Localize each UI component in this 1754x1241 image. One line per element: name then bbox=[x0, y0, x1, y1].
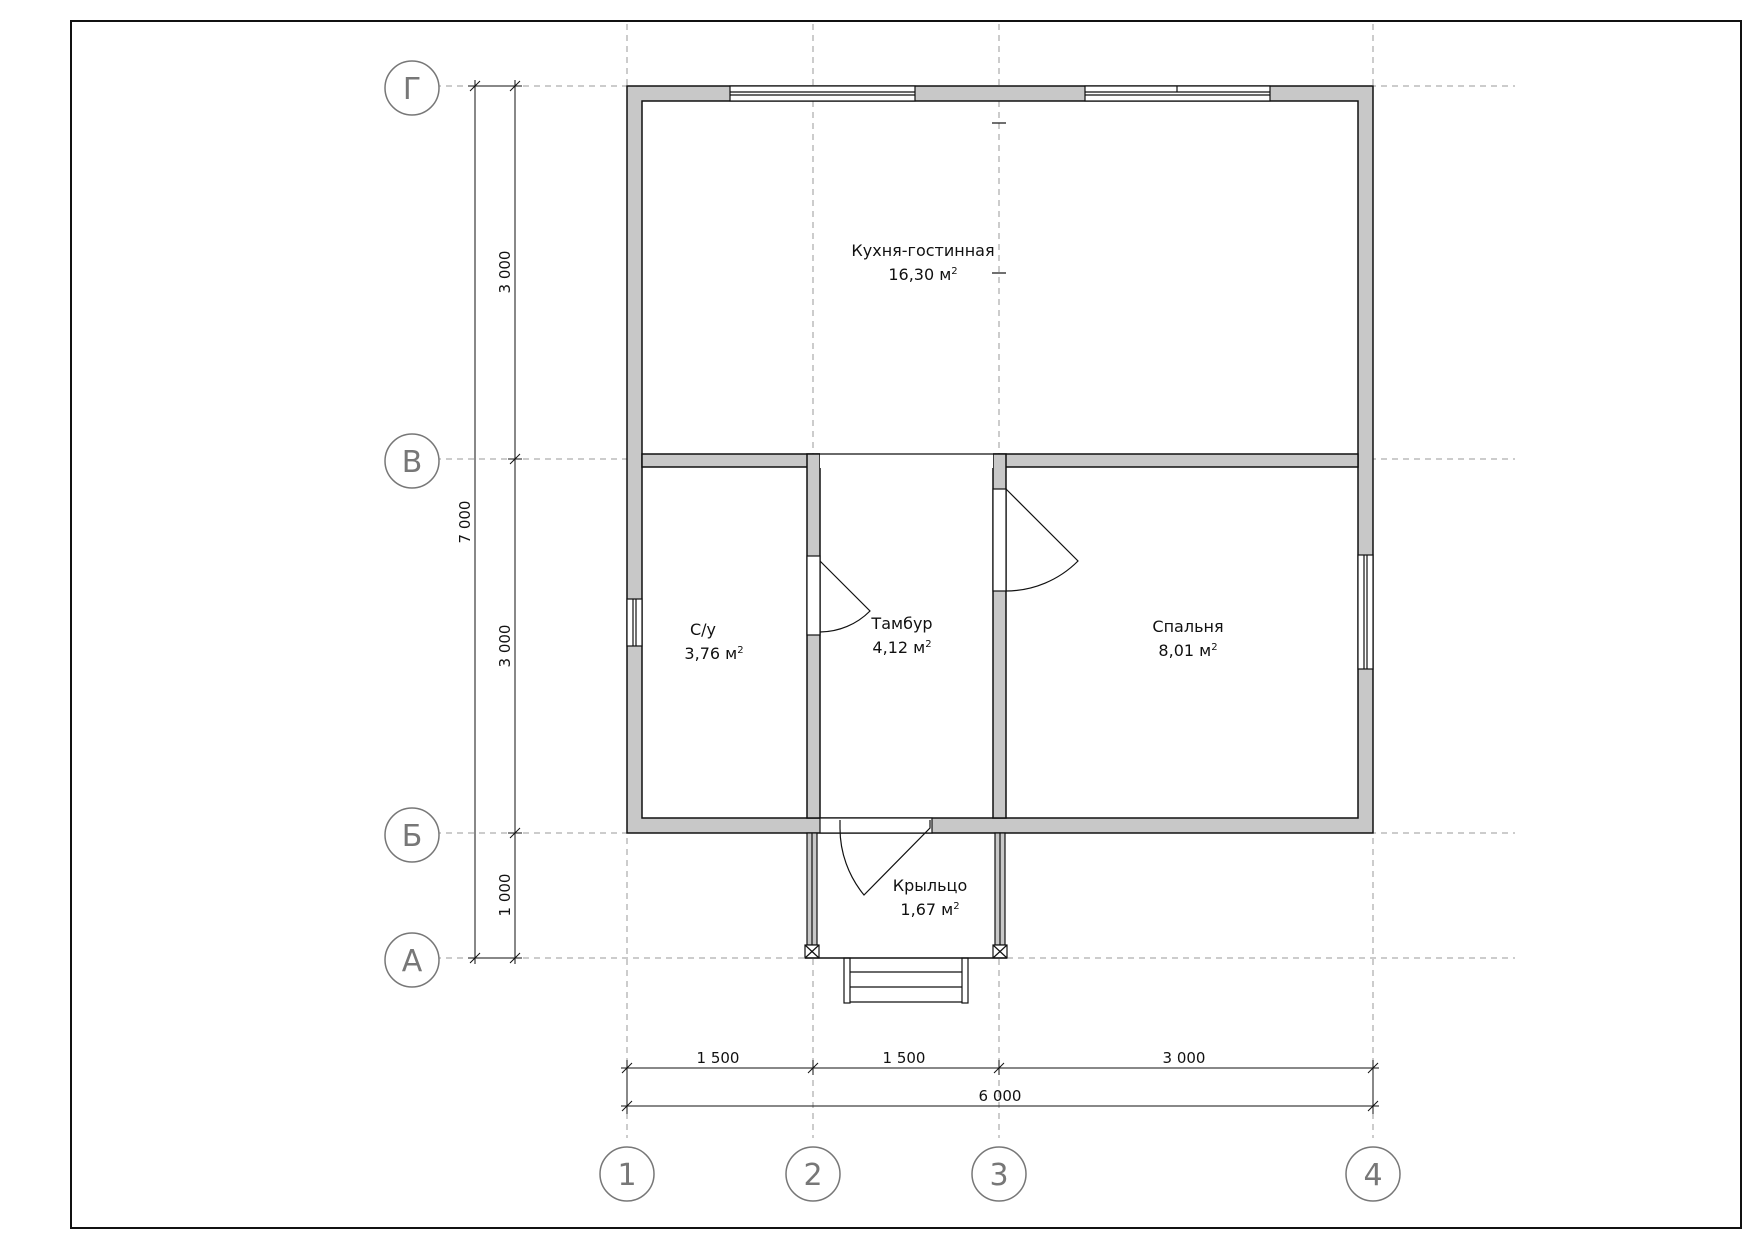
dim-label-horizontal-total: 6 000 bbox=[979, 1087, 1022, 1105]
axis-label-v: В bbox=[402, 445, 423, 480]
tick bbox=[621, 1062, 633, 1074]
room-kitchen-name: Кухня-гостинная bbox=[851, 241, 994, 260]
porch-stairs bbox=[843, 957, 969, 1004]
room-bedroom-area: 8,01 м2 bbox=[1158, 641, 1217, 660]
door-swing-bath bbox=[819, 560, 871, 633]
axis-bubble-3 bbox=[971, 1146, 1027, 1202]
vertical-dimensions bbox=[468, 80, 522, 964]
wall-bath-vestibule bbox=[806, 453, 821, 819]
dim-label-vertical-3: 1 000 bbox=[496, 874, 514, 917]
room-porch-name: Крыльцо bbox=[893, 876, 967, 895]
dim-label-horizontal-2: 1 500 bbox=[883, 1049, 926, 1067]
vertical-dimension-labels: 7 000 3 000 3 000 1 000 bbox=[456, 251, 514, 917]
doors bbox=[819, 488, 1079, 896]
door-gap-bath bbox=[806, 555, 821, 636]
axis-bubble-v bbox=[384, 433, 440, 489]
room-porch-area: 1,67 м2 bbox=[900, 900, 959, 919]
dim-label-vertical-total: 7 000 bbox=[456, 501, 474, 544]
tick bbox=[807, 1062, 819, 1074]
dim-label-vertical-2: 3 000 bbox=[496, 625, 514, 668]
axis-bubble-4 bbox=[1345, 1146, 1401, 1202]
tick bbox=[469, 80, 481, 92]
tick bbox=[509, 453, 521, 465]
axis-label-4: 4 bbox=[1363, 1158, 1382, 1193]
room-labels: Кухня-гостинная 16,30 м2 С/у 3,76 м2 Там… bbox=[684, 241, 1223, 919]
grid-lines bbox=[435, 24, 1515, 1138]
stair-stringer-left bbox=[843, 957, 851, 1004]
room-bathroom-name: С/у bbox=[690, 620, 716, 639]
tick bbox=[469, 952, 481, 964]
tick bbox=[621, 1100, 633, 1112]
dim-label-horizontal-3: 3 000 bbox=[1163, 1049, 1206, 1067]
horizontal-dimension-labels: 1 500 1 500 3 000 6 000 bbox=[697, 1049, 1206, 1105]
axis-label-b: Б bbox=[402, 819, 423, 854]
stair-stringer-right bbox=[961, 957, 969, 1004]
door-gap-entrance bbox=[819, 817, 933, 834]
axis-label-3: 3 bbox=[989, 1158, 1008, 1193]
axis-bubble-1 bbox=[599, 1146, 655, 1202]
window-left bbox=[626, 598, 643, 647]
room-bathroom-area: 3,76 м2 bbox=[684, 644, 743, 663]
porch-structure bbox=[804, 832, 1008, 959]
sheet-frame bbox=[70, 20, 1742, 1229]
tick bbox=[509, 80, 521, 92]
axis-bubble-2 bbox=[785, 1146, 841, 1202]
door-swing-entrance bbox=[839, 820, 931, 896]
dim-label-vertical-1: 3 000 bbox=[496, 251, 514, 294]
dim-label-horizontal-1: 1 500 bbox=[697, 1049, 740, 1067]
room-vestibule-name: Тамбур bbox=[870, 614, 932, 633]
axis-label-1: 1 bbox=[617, 1158, 636, 1193]
tick bbox=[993, 1062, 1005, 1074]
tick bbox=[1367, 1062, 1379, 1074]
interior-walls bbox=[641, 453, 1359, 819]
room-vestibule-area: 4,12 м2 bbox=[872, 638, 931, 657]
tick bbox=[509, 827, 521, 839]
axis-bubble-g bbox=[384, 60, 440, 116]
axis-bubble-b bbox=[384, 807, 440, 863]
axis-label-2: 2 bbox=[803, 1158, 822, 1193]
axis-bubbles bbox=[384, 60, 1401, 1202]
kitchen-marks bbox=[992, 122, 1006, 274]
passage-kitchen-vestibule bbox=[820, 453, 993, 468]
wall-kitchen-bedroom bbox=[992, 453, 1359, 468]
axis-labels: Г В Б А 1 2 3 4 bbox=[402, 72, 1383, 1193]
axis-bubble-a bbox=[384, 932, 440, 988]
horizontal-dimensions bbox=[621, 1060, 1379, 1114]
openings bbox=[626, 85, 1374, 834]
room-bedroom-name: Спальня bbox=[1152, 617, 1223, 636]
door-swing-bedroom bbox=[1005, 488, 1079, 592]
room-kitchen-area: 16,30 м2 bbox=[888, 265, 957, 284]
window-top-left bbox=[729, 85, 916, 102]
window-right bbox=[1357, 554, 1374, 670]
tick bbox=[509, 952, 521, 964]
wall-kitchen-bath bbox=[641, 453, 821, 468]
axis-label-g: Г bbox=[403, 72, 421, 107]
axis-label-a: А bbox=[402, 944, 423, 979]
tick bbox=[1367, 1100, 1379, 1112]
door-gap-bedroom bbox=[992, 488, 1007, 592]
